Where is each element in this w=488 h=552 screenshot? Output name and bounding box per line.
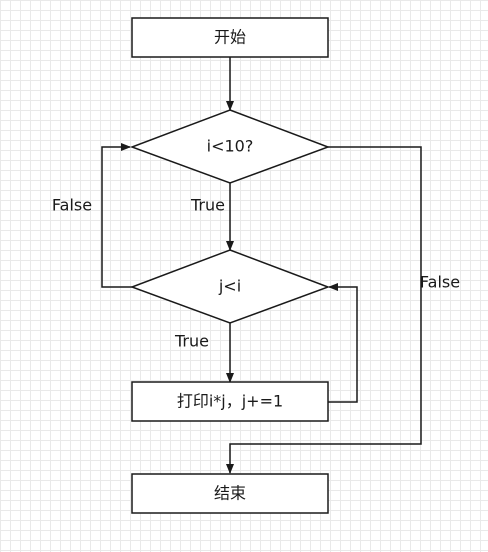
start-label: 开始 — [214, 28, 246, 47]
inner-condition-node: j<i — [132, 250, 328, 323]
outer-false-label: False — [420, 273, 460, 292]
inner-true-label: True — [174, 332, 209, 351]
outer-true-label: True — [190, 196, 225, 215]
edge-inner-false-loop-back — [102, 147, 132, 287]
outer-condition-node: i<10? — [132, 110, 328, 183]
edge-action-loop-back — [328, 287, 357, 402]
outer-condition-label: i<10? — [207, 137, 254, 156]
inner-false-label: False — [52, 196, 92, 215]
action-label: 打印i*j，j+=1 — [177, 392, 283, 411]
end-node: 结束 — [132, 474, 328, 513]
action-node: 打印i*j，j+=1 — [132, 382, 328, 421]
inner-condition-label: j<i — [218, 277, 241, 296]
start-node: 开始 — [132, 18, 328, 57]
end-label: 结束 — [214, 484, 246, 503]
